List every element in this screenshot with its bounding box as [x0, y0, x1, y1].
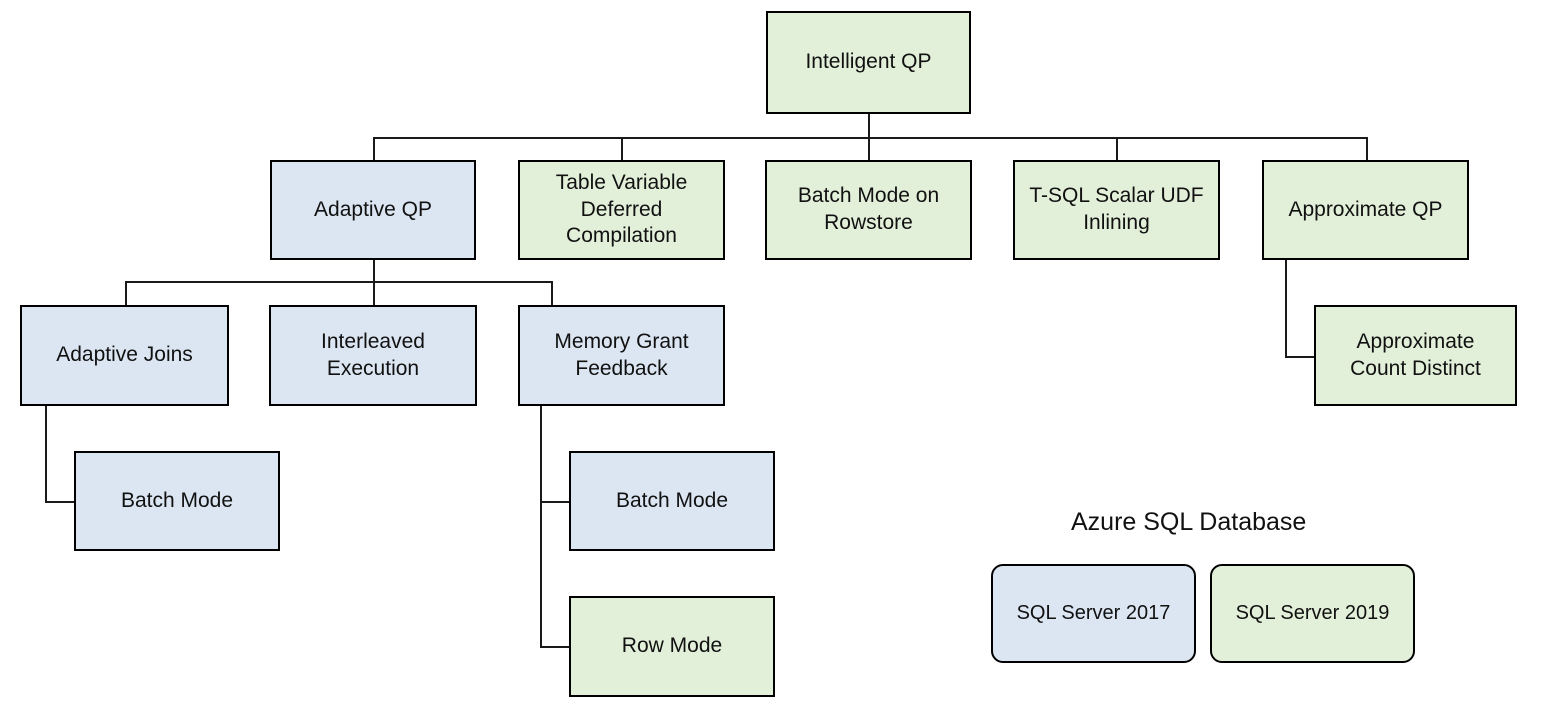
connector-mgf-to-batch-mode — [540, 501, 571, 503]
node-approximate-qp[interactable]: Approximate QP — [1262, 160, 1469, 260]
connector-main-bus — [373, 137, 1367, 139]
connector-drop-tsql-udf — [1116, 137, 1118, 160]
node-interleaved-execution[interactable]: Interleaved Execution — [269, 305, 477, 406]
node-tsql-scalar-udf-inlining[interactable]: T-SQL Scalar UDF Inlining — [1013, 160, 1220, 260]
node-intelligent-qp[interactable]: Intelligent QP — [766, 11, 971, 114]
connector-approximate-qp-to-count-distinct — [1285, 356, 1316, 358]
legend-chip-sql-server-2017[interactable]: SQL Server 2017 — [991, 564, 1196, 663]
legend-title: Azure SQL Database — [1071, 508, 1307, 536]
connector-adaptive-qp-bus — [125, 281, 552, 283]
connector-drop-adaptive-joins — [125, 281, 127, 305]
node-adaptive-joins[interactable]: Adaptive Joins — [20, 305, 229, 406]
connector-adaptive-joins-to-batch-mode — [45, 501, 76, 503]
connector-drop-adaptive-qp — [373, 137, 375, 160]
node-table-variable-deferred-compilation[interactable]: Table Variable Deferred Compilation — [518, 160, 725, 260]
connector-mgf-to-row-mode — [540, 646, 571, 648]
connector-drop-approximate-qp — [1366, 137, 1368, 160]
node-memory-grant-feedback[interactable]: Memory Grant Feedback — [518, 305, 725, 406]
legend-chip-sql-server-2019[interactable]: SQL Server 2019 — [1210, 564, 1415, 663]
connector-drop-interleaved-execution — [373, 281, 375, 305]
node-memory-grant-feedback-row-mode[interactable]: Row Mode — [569, 596, 775, 697]
connector-drop-batch-mode-rowstore — [868, 137, 870, 160]
node-approximate-count-distinct[interactable]: Approximate Count Distinct — [1314, 305, 1517, 406]
node-adaptive-joins-batch-mode[interactable]: Batch Mode — [74, 451, 280, 551]
connector-root-stem — [868, 113, 870, 137]
connector-approximate-qp-down — [1285, 259, 1287, 356]
connector-mgf-trunk — [540, 405, 542, 646]
connector-adaptive-joins-down — [45, 405, 47, 501]
connector-drop-table-variable — [621, 137, 623, 160]
node-memory-grant-feedback-batch-mode[interactable]: Batch Mode — [569, 451, 775, 551]
connector-drop-memory-grant-feedback — [551, 281, 553, 305]
node-adaptive-qp[interactable]: Adaptive QP — [270, 160, 476, 260]
node-batch-mode-on-rowstore[interactable]: Batch Mode on Rowstore — [765, 160, 972, 260]
connector-adaptive-qp-stem — [373, 259, 375, 281]
